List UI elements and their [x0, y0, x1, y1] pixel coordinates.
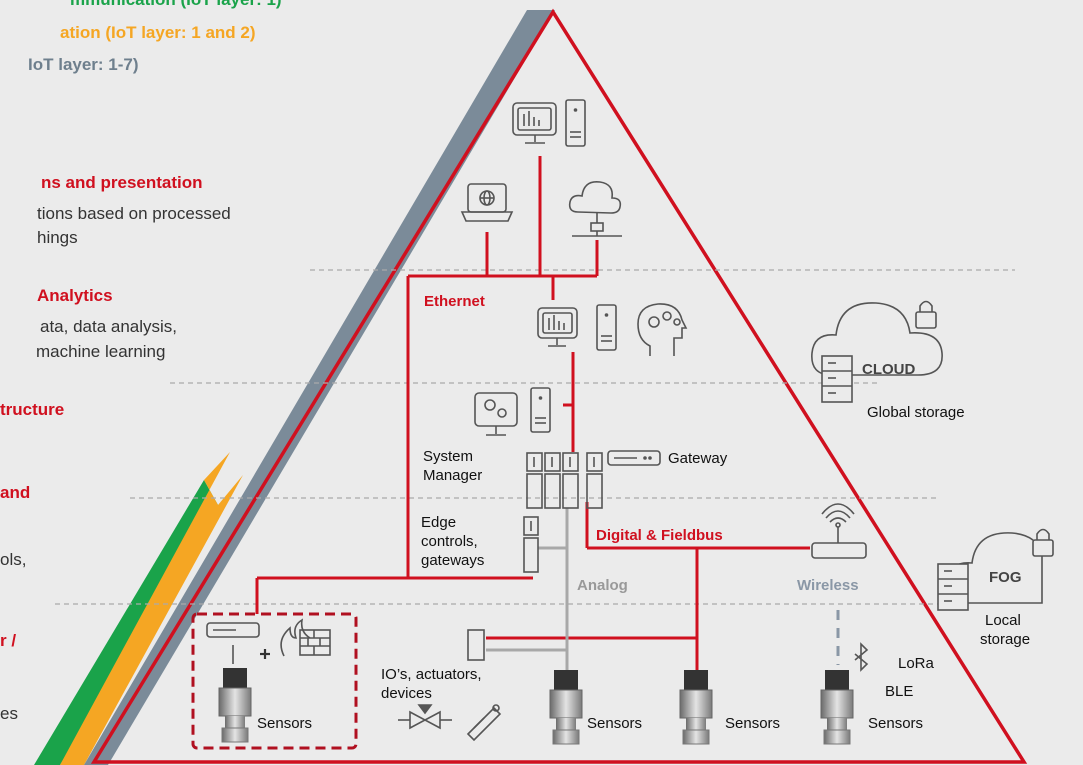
section-body-edge: ols,: [0, 550, 27, 569]
section-body-analytics-2: machine learning: [36, 342, 166, 361]
sensors-label-3: Sensors: [725, 715, 781, 732]
cloud-label: CLOUD: [862, 361, 916, 378]
section-heading-analytics: Analytics: [37, 286, 113, 305]
actuator-icon: [466, 704, 502, 742]
gateway-small-icon: [206, 622, 260, 664]
section-heading-sensor: r /: [0, 631, 17, 650]
edge-label-3: gateways: [421, 552, 485, 569]
digital-fieldbus-label: Digital & Fieldbus: [596, 527, 723, 544]
monitor-chart-icon: [512, 102, 557, 144]
system-manager-label-1: System: [423, 448, 474, 465]
server-icon: [821, 355, 853, 403]
sensors-label-4: Sensors: [868, 715, 924, 732]
bluetooth-icon: [854, 642, 869, 672]
cloud-network-icon: [568, 180, 622, 237]
section-body-presentation-1: tions based on processed: [37, 204, 231, 223]
analog-label: Analog: [577, 577, 628, 594]
sensor-security-box: [191, 612, 358, 750]
firewall-icon: [280, 618, 331, 657]
head-gears-icon: [637, 303, 688, 356]
fog-caption-1: Local: [985, 612, 1021, 629]
legend-gray: IoT layer: 1-7): [28, 55, 139, 74]
pressure-sensor-icon-4: [820, 670, 854, 745]
fieldbus-lines: [486, 502, 810, 682]
ethernet-label: Ethernet: [424, 293, 485, 310]
monitor-gears-icon: [474, 392, 518, 436]
pressure-sensor-icon: [218, 668, 252, 743]
ethernet-lines: [255, 156, 599, 614]
section-heading-edge: and: [0, 483, 31, 502]
laptop-globe-icon: [460, 183, 514, 222]
ios-label-1: IO’s, actuators,: [381, 666, 482, 683]
tower-pc-icon: [565, 99, 586, 147]
gateway-label: Gateway: [668, 450, 728, 467]
edge-io-module-icon: [523, 516, 539, 573]
router-wifi-icon: [811, 503, 867, 559]
valve-icon: [398, 704, 452, 730]
pressure-sensor-icon-2: [549, 670, 583, 745]
tower-pc-icon-2: [596, 304, 617, 351]
wireless-label: Wireless: [797, 577, 859, 594]
edge-label-1: Edge: [421, 514, 457, 531]
pressure-sensor-icon-3: [679, 670, 713, 745]
monitor-chart-icon-2: [537, 307, 578, 347]
cloud-caption: Global storage: [867, 404, 965, 421]
orange-stripe: [60, 452, 243, 765]
green-stripe: [34, 480, 218, 765]
io-rack-icon: [526, 452, 603, 509]
fog-label: FOG: [989, 569, 1022, 586]
ios-label-2: devices: [381, 685, 432, 702]
section-heading-infrastructure: tructure: [0, 400, 65, 419]
sensors-label-2: Sensors: [587, 715, 643, 732]
fog-server-icon: [937, 563, 969, 611]
legend-orange: ation (IoT layer: 1 and 2): [60, 23, 256, 42]
sensors-label-1: Sensors: [257, 715, 313, 732]
section-body-analytics-1: ata, data analysis,: [40, 317, 178, 336]
plus-icon: [260, 649, 270, 659]
analog-lines: [486, 508, 569, 682]
section-body-presentation-2: hings: [37, 228, 78, 247]
tower-pc-icon-3: [530, 387, 551, 433]
section-body-sensor: es: [0, 704, 18, 723]
ble-label: BLE: [885, 683, 914, 700]
section-heading-presentation: ns and presentation: [41, 173, 203, 192]
layer-separators: [55, 269, 1015, 605]
system-manager-label-2: Manager: [423, 467, 483, 484]
io-module-icon: [467, 629, 485, 661]
legend-green: mmunication (IoT layer: 1): [70, 0, 282, 10]
edge-label-2: controls,: [421, 533, 478, 550]
gateway-icon: [607, 450, 661, 466]
fog-caption-2: storage: [980, 631, 1031, 648]
lora-label: LoRa: [898, 655, 934, 672]
pyramid-outline: [90, 8, 1028, 764]
